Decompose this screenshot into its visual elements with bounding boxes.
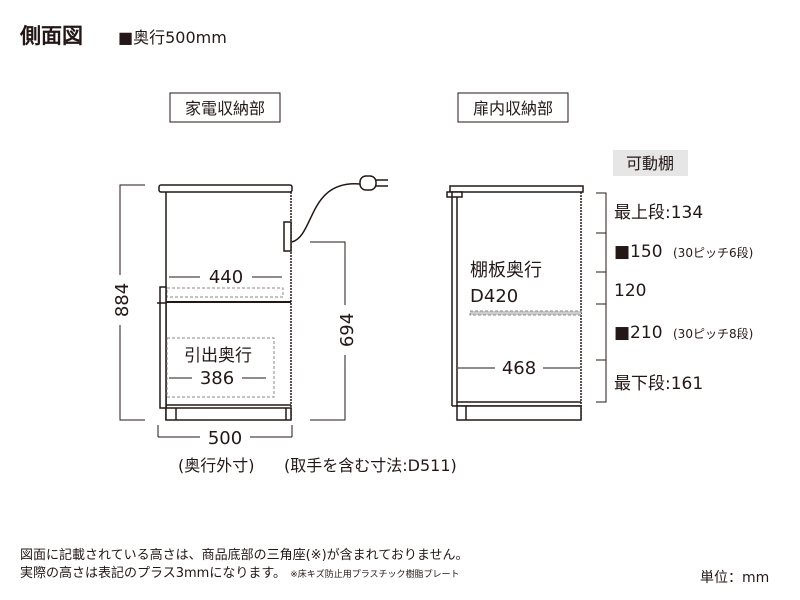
middle-dim: 120 [614,281,646,301]
drawer-depth-label: 引出奥行 [184,346,252,366]
movable-shelf-label: 可動棚 [626,154,674,173]
top-tier-dim: 最上段:134 [614,203,703,223]
label-box-door [457,92,569,123]
upper-pitch-note: (30ピッチ6段) [673,245,753,260]
dimension-lines-right [458,192,607,403]
bottom-tier-dim: 最下段:161 [614,374,703,394]
unit-label: 単位：mm [700,570,770,586]
footer-note-1: 図面に記載されている高さは、商品底部の三角座(※)が含まれておりません。 [20,548,469,563]
shelf-board [469,310,582,316]
shelf-depth-dim: D420 [470,286,518,307]
door-section-label: 扉内収納部 [473,99,553,118]
handle-depth-caption: (取手を含む寸法:D511) [284,456,457,475]
upper-range-dim: ■150 [614,242,663,262]
label-box-appliance [169,92,281,123]
footer-note-2: 実際の高さは表記のプラス3mmになります。 ※床キズ防止用プラスチック樹脂プレー… [20,565,460,584]
footer-note-2-text: 実際の高さは表記のプラス3mmになります。 [20,566,287,581]
door-cabinet [446,185,584,421]
lower-pitch-note: (30ピッチ8段) [673,326,753,341]
outer-depth-dim: 500 [208,428,242,449]
total-height-dim: 884 [112,283,133,317]
outlet-box [283,221,292,252]
page-title: 側面図 [19,24,83,48]
depth-subtitle: ■奥行500mm [118,28,227,47]
outlet-height-dim: 694 [337,313,358,347]
appliance-cabinet [157,184,293,421]
dimension-lines-left [119,184,346,438]
drawer-depth-dim: 386 [200,368,234,389]
lower-range-dim: ■210 [614,323,663,343]
power-cord-icon [291,175,388,243]
shelf-depth-label: 棚板奥行 [470,260,542,281]
door-inner-depth-dim: 468 [502,358,536,379]
appliance-section-label: 家電収納部 [185,99,265,118]
outer-depth-caption: (奥行外寸) [178,456,255,475]
drawer-front [159,286,167,409]
inner-depth-dim: 440 [209,267,243,288]
footer-note-2-asterisk: ※床キズ防止用プラスチック樹脂プレート [290,570,460,580]
movable-shelf-badge [613,150,688,176]
